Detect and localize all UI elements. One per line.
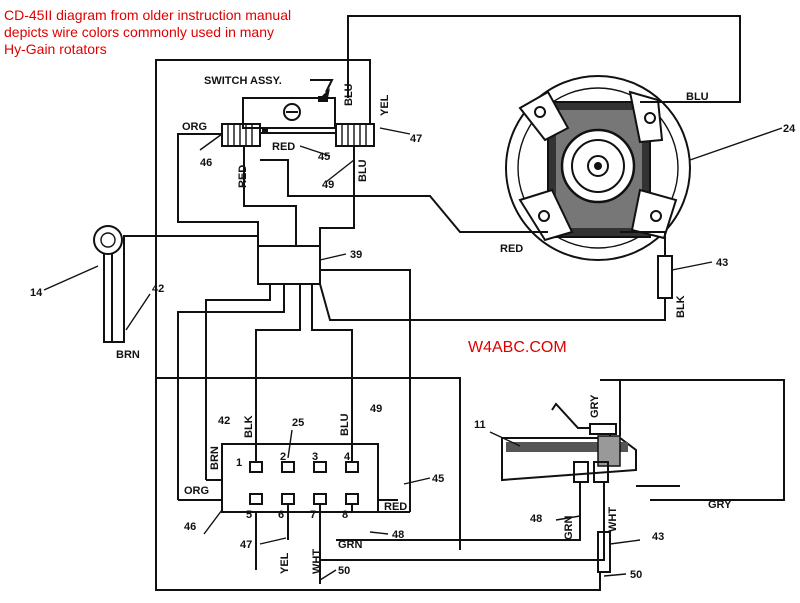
label-org-left: ORG bbox=[182, 121, 207, 133]
label-blk-right: BLK bbox=[675, 295, 687, 318]
label-brn-left: BRN bbox=[116, 349, 140, 361]
ring-terminal bbox=[43, 225, 123, 343]
label-14: 14 bbox=[30, 287, 43, 299]
label-wht-term: WHT bbox=[311, 549, 323, 574]
label-42-left: 42 bbox=[152, 283, 164, 295]
site-watermark: W4ABC.COM bbox=[468, 339, 567, 356]
label-46-top: 46 bbox=[200, 157, 212, 169]
component-43-top bbox=[657, 255, 673, 299]
label-47-term: 47 bbox=[240, 539, 252, 551]
label-blu-vertical: BLU bbox=[357, 159, 369, 182]
label-red-term: RED bbox=[384, 501, 407, 513]
label-50-bottom: 50 bbox=[630, 569, 642, 581]
label-43-top: 43 bbox=[716, 257, 728, 269]
label-48-term: 48 bbox=[392, 529, 404, 541]
label-gry-bottom: GRY bbox=[708, 499, 732, 511]
label-gry-top: GRY bbox=[589, 394, 601, 418]
junction-39 bbox=[257, 245, 321, 285]
terminal-strip-body bbox=[221, 443, 379, 513]
caption: CD-45II diagram from older instruction m… bbox=[4, 7, 364, 58]
motor-housing bbox=[505, 75, 691, 261]
label-wht-pot: WHT bbox=[607, 507, 619, 532]
label-blu-right: BLU bbox=[686, 91, 709, 103]
label-24: 24 bbox=[783, 123, 796, 135]
label-46-term: 46 bbox=[184, 521, 196, 533]
label-grn-term: GRN bbox=[338, 539, 363, 551]
label-red-vertical: RED bbox=[237, 165, 249, 188]
label-49-term: 49 bbox=[370, 403, 382, 415]
switch-screw bbox=[283, 103, 301, 121]
terminal-strip bbox=[221, 429, 379, 513]
label-25: 25 bbox=[292, 417, 304, 429]
label-yel-top: YEL bbox=[379, 94, 391, 116]
caption-line-1: CD-45II diagram from older instruction m… bbox=[4, 7, 292, 23]
label-switch-assy: SWITCH ASSY. bbox=[204, 75, 282, 87]
label-pin-8: 8 bbox=[342, 509, 348, 521]
label-pin-5: 5 bbox=[246, 509, 252, 521]
label-42-term: 42 bbox=[218, 415, 230, 427]
label-blu-term: BLU bbox=[339, 413, 351, 436]
wires bbox=[112, 15, 785, 591]
label-pin-6: 6 bbox=[278, 509, 284, 521]
potentiometer bbox=[489, 402, 641, 573]
caption-line-3: Hy-Gain rotators bbox=[4, 41, 107, 57]
label-43-bottom: 43 bbox=[652, 531, 664, 543]
label-11: 11 bbox=[474, 419, 486, 431]
caption-line-2: depicts wire colors commonly used in man… bbox=[4, 24, 274, 40]
label-45-top: 45 bbox=[318, 151, 330, 163]
label-org-term: ORG bbox=[184, 485, 209, 497]
label-pin-4: 4 bbox=[344, 451, 351, 463]
label-red-mid: RED bbox=[500, 243, 523, 255]
switch-body bbox=[242, 97, 336, 129]
label-pin-7: 7 bbox=[310, 509, 316, 521]
label-pin-3: 3 bbox=[312, 451, 318, 463]
label-brn-term: BRN bbox=[209, 446, 221, 470]
label-yel-term: YEL bbox=[279, 552, 291, 574]
label-45-term: 45 bbox=[432, 473, 444, 485]
label-grn-pot: GRN bbox=[563, 516, 575, 541]
label-blu-top: BLU bbox=[343, 83, 355, 106]
label-47-top: 47 bbox=[410, 133, 422, 145]
label-50-term: 50 bbox=[338, 565, 350, 577]
labels: SWITCH ASSY. BLU YEL 47 ORG 46 RED 45 RE… bbox=[30, 75, 796, 581]
motor bbox=[505, 75, 783, 261]
label-pin-2: 2 bbox=[280, 451, 286, 463]
label-39: 39 bbox=[350, 249, 362, 261]
label-red-switch: RED bbox=[272, 141, 295, 153]
label-blk-term: BLK bbox=[243, 415, 255, 438]
label-49-top: 49 bbox=[322, 179, 334, 191]
label-48-pot: 48 bbox=[530, 513, 542, 525]
label-pin-1: 1 bbox=[236, 457, 242, 469]
